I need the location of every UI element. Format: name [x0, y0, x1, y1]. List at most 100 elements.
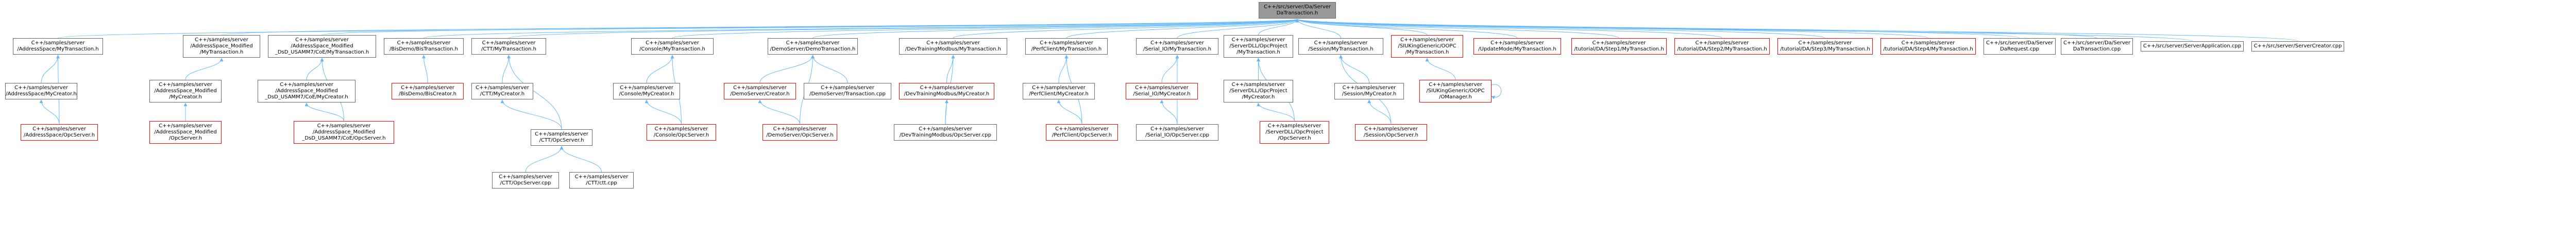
node-darequest-cpp[interactable]: C++/src/server/Da/Server DaRequest.cpp — [1984, 38, 2056, 55]
node-aem-creator[interactable]: C++/samples/server /AddressSpace_Modifie… — [149, 80, 222, 103]
node-session-creator[interactable]: C++/samples/server /Session/MyCreator.h — [1334, 83, 1404, 99]
node-line: /MyTransaction.h — [1405, 49, 1449, 55]
node-line: /CTT/OpcServer.h — [539, 138, 584, 143]
edge-node-aem-creator-to-node-aem-transaction — [185, 58, 224, 80]
node-line: /MyTransaction.h — [199, 49, 244, 55]
node-line: C++/samples/server — [1592, 40, 1646, 46]
node-aemd-creator[interactable]: C++/samples/server /AddressSpace_Modifie… — [258, 80, 355, 103]
node-serverdll-creator[interactable]: C++/samples/server /ServerDLL/OpcProject… — [1224, 80, 1293, 103]
node-line: DaRequest.cpp — [2000, 46, 2039, 52]
edge-node-ae-opcserver-to-node-ae-creator — [39, 99, 60, 125]
node-line: /DevTrainingModbus/OpcServer.cpp — [900, 132, 991, 138]
node-ae-opcserver[interactable]: C++/samples/server /AddressSpace/OpcServ… — [21, 124, 98, 141]
node-tutorial-step2-transaction[interactable]: C++/samples/server /tutorial/DA/Step2/My… — [1674, 38, 1770, 55]
edge-node-tutorial-step3-transaction-to-node-root — [1295, 19, 1825, 39]
node-line: /CTT/OpcServer.cpp — [500, 180, 551, 186]
node-ctt-transaction[interactable]: C++/samples/server /CTT/MyTransaction.h — [471, 38, 546, 55]
node-ctt-cpp[interactable]: C++/samples/server /CTT/ctt.cpp — [569, 172, 634, 189]
node-perf-transaction[interactable]: C++/samples/server /PerfClient/MyTransac… — [1025, 38, 1108, 55]
node-line: C++/src/server/Da/Server — [2063, 40, 2131, 46]
node-demo-transaction[interactable]: C++/samples/server /DemoServer/DemoTrans… — [768, 38, 858, 55]
node-line: C++/samples/server — [476, 85, 529, 91]
node-line: C++/samples/server — [397, 40, 451, 46]
edge-node-console-creator-to-node-console-transaction — [646, 55, 674, 83]
edge-node-tutorial-step2-transaction-to-node-root — [1295, 19, 1722, 39]
node-line: C++/samples/server — [1267, 123, 1321, 129]
node-ctt-opcserver-cpp[interactable]: C++/samples/server /CTT/OpcServer.cpp — [492, 172, 559, 189]
node-demo-transaction-cpp[interactable]: C++/samples/server /DemoServer/Transacti… — [804, 83, 891, 99]
node-serverapplication-cpp[interactable]: C++/src/server/ServerApplication.cpp — [2141, 41, 2244, 52]
node-line: C++/samples/server — [1150, 40, 1204, 46]
node-line: C++/samples/server — [733, 85, 787, 91]
node-perf-creator[interactable]: C++/samples/server /PerfClient/MyCreator… — [1023, 83, 1095, 99]
node-session-opcserver[interactable]: C++/samples/server /Session/OpcServer.h — [1355, 124, 1427, 141]
node-dtm-creator[interactable]: C++/samples/server /DevTrainingModbus/My… — [899, 83, 994, 99]
edge-node-perf-creator-to-node-perf-transaction — [1058, 55, 1069, 83]
edge-node-tutorial-step1-transaction-to-node-root — [1295, 19, 1619, 39]
node-tutorial-step3-transaction[interactable]: C++/samples/server /tutorial/DA/Step3/My… — [1777, 38, 1873, 55]
node-line: /CTT/ctt.cpp — [586, 180, 617, 186]
node-serial-creator[interactable]: C++/samples/server /Serial_IO/MyCreator.… — [1126, 83, 1198, 99]
node-line: /Session/MyTransaction.h — [1308, 46, 1374, 52]
node-tutorial-step1-transaction[interactable]: C++/samples/server /tutorial/DA/Step1/My… — [1571, 38, 1667, 55]
node-line: C++/samples/server — [821, 85, 874, 91]
node-updatemode-transaction[interactable]: C++/samples/server /UpdateMode/MyTransac… — [1473, 38, 1561, 55]
node-demo-creator[interactable]: C++/samples/server /DemoServer/Creator.h — [724, 83, 796, 99]
edge-node-serial-transaction-to-node-root — [1177, 19, 1299, 39]
node-line: /Console/MyCreator.h — [619, 91, 674, 97]
edge-node-session-opcserver-to-node-session-creator — [1367, 99, 1392, 125]
node-line: C++/samples/server — [1901, 40, 1955, 46]
node-datransaction-cpp[interactable]: C++/src/server/Da/Server DaTransaction.c… — [2061, 38, 2133, 55]
edge-node-console-opcserver-to-node-console-creator — [645, 99, 682, 125]
node-serverdll-transaction[interactable]: C++/samples/server /ServerDLL/OpcProject… — [1224, 35, 1293, 58]
node-line: /MyTransaction.h — [1236, 49, 1280, 55]
node-line: /UpdateMode/MyTransaction.h — [1478, 46, 1556, 52]
node-line: /AddressSpace/OpcServer.h — [23, 132, 95, 138]
node-dtm-transaction[interactable]: C++/samples/server /DevTrainingModbus/My… — [899, 38, 1007, 55]
node-line: /AddressSpace_Modified — [154, 88, 217, 94]
node-aemd-opcserver[interactable]: C++/samples/server /AddressSpace_Modifie… — [294, 121, 394, 144]
node-line: C++/samples/server — [32, 126, 86, 132]
edge-node-aemd-transaction-to-node-root — [321, 19, 1299, 36]
node-servercreator-cpp[interactable]: C++/src/server/ServerCreator.cpp — [2251, 41, 2344, 52]
node-tutorial-step4-transaction[interactable]: C++/samples/server /tutorial/DA/Step4/My… — [1880, 38, 1976, 55]
node-line: /SIUKingGeneric/OOPC — [1398, 43, 1456, 49]
node-serial-transaction[interactable]: C++/samples/server /Serial_IO/MyTransact… — [1136, 38, 1218, 55]
node-line: /AddressSpace_Modified — [275, 88, 338, 94]
node-ctt-creator[interactable]: C++/samples/server /CTT/MyCreator.h — [471, 83, 533, 99]
node-line: /Session/MyCreator.h — [1342, 91, 1397, 97]
node-console-creator[interactable]: C++/samples/server /Console/MyCreator.h — [613, 83, 680, 99]
node-aemd-transaction[interactable]: C++/samples/server /AddressSpace_Modifie… — [268, 35, 376, 58]
node-ae-transaction[interactable]: C++/samples/server /AddressSpace/MyTrans… — [13, 38, 103, 55]
node-siuking-transaction[interactable]: C++/samples/server /SIUKingGeneric/OOPC … — [1391, 35, 1463, 58]
node-serverdll-opcserver[interactable]: C++/samples/server /ServerDLL/OpcProject… — [1260, 121, 1329, 144]
node-console-opcserver[interactable]: C++/samples/server /Console/OpcServer.h — [647, 124, 716, 141]
node-console-transaction[interactable]: C++/samples/server /Console/MyTransactio… — [631, 38, 714, 55]
node-perf-opcserver[interactable]: C++/samples/server /PerfClient/OpcServer… — [1046, 124, 1118, 141]
node-line: C++/samples/server — [1055, 126, 1109, 132]
node-dtm-opcserver-cpp[interactable]: C++/samples/server /DevTrainingModbus/Op… — [894, 124, 997, 141]
node-bio-transaction[interactable]: C++/samples/server /BisDemo/BisTransacti… — [384, 38, 464, 55]
node-line: /MyCreator.h — [1242, 94, 1275, 100]
node-ae-creator[interactable]: C++/samples/server /AddressSpace/MyCreat… — [5, 83, 77, 99]
node-line: /tutorial/DA/Step2/MyTransaction.h — [1677, 46, 1767, 52]
node-line: _DsD_USAMM7/CoE/MyCreator.h — [265, 94, 348, 100]
node-demo-opcserver[interactable]: C++/samples/server /DemoServer/OpcServer… — [762, 124, 837, 141]
edge-node-serverdll-opcserver-to-node-serverdll-creator — [1257, 103, 1295, 122]
node-siuking-manager[interactable]: C++/samples/server /SIUKingGeneric/OOPC … — [1419, 80, 1492, 103]
node-aem-opcserver[interactable]: C++/samples/server /AddressSpace_Modifie… — [149, 121, 222, 144]
node-line: /DemoServer/OpcServer.h — [766, 132, 834, 138]
node-root[interactable]: C++/src/server/Da/Server DaTransaction.h — [1259, 2, 1336, 19]
node-line: /SIUKingGeneric/OOPC — [1426, 88, 1485, 94]
node-bio-creator[interactable]: C++/samples/server /BisDemo/BisCreator.h — [392, 83, 464, 99]
node-serial-opcserver-cpp[interactable]: C++/samples/server /Serial_IO/OpcServer.… — [1136, 124, 1218, 141]
node-session-transaction[interactable]: C++/samples/server /Session/MyTransactio… — [1298, 38, 1383, 55]
edge-node-servercreator-cpp-to-node-root — [1296, 19, 2298, 42]
node-root-line-1: C++/src/server/Da/Server — [1263, 4, 1331, 10]
edge-node-session-creator-to-node-session-transaction — [1339, 55, 1369, 83]
node-line: /DevTrainingModbus/MyTransaction.h — [905, 46, 1002, 52]
node-line: C++/samples/server — [620, 85, 673, 91]
node-line: C++/samples/server — [1135, 85, 1189, 91]
node-aem-transaction[interactable]: C++/samples/server /AddressSpace_Modifie… — [183, 35, 260, 58]
node-ctt-opcserver[interactable]: C++/samples/server /CTT/OpcServer.h — [531, 129, 592, 146]
